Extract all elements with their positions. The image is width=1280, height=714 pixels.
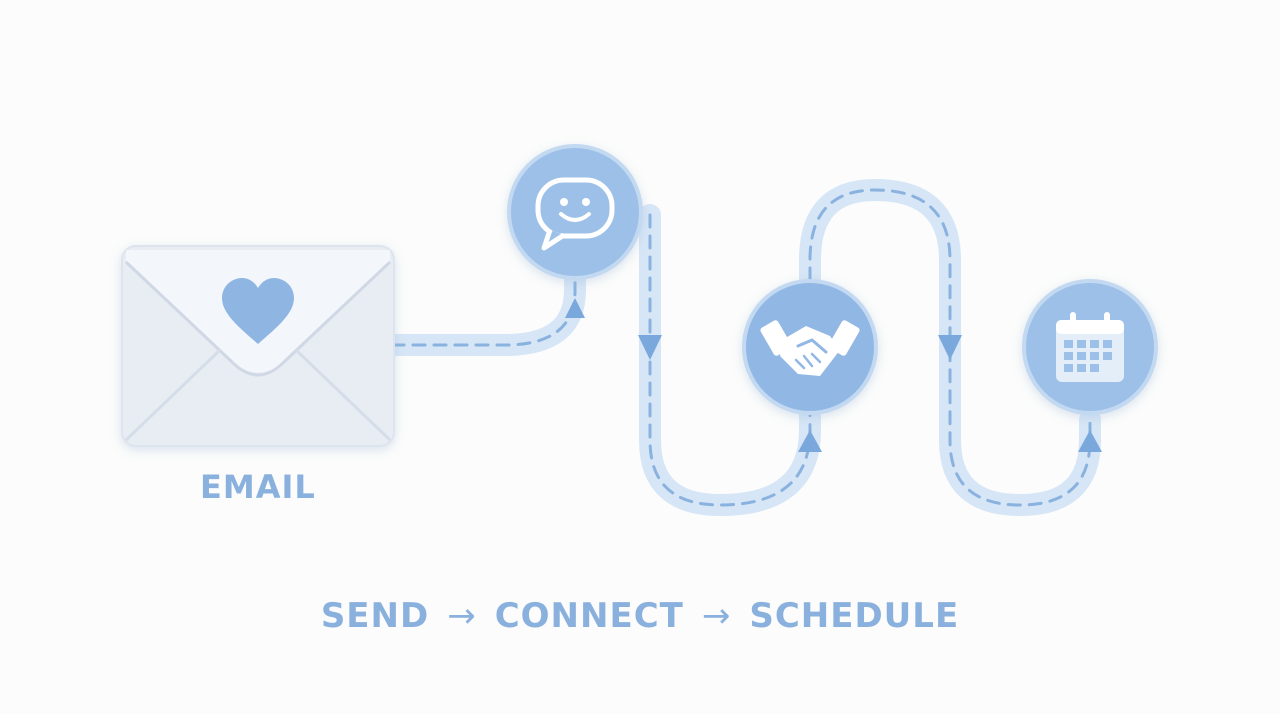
step-send: SEND [320, 596, 430, 636]
process-tagline: SEND → CONNECT → SCHEDULE [0, 596, 1280, 636]
arrowhead-up-2 [798, 430, 822, 452]
smiley-chat-bubble-icon [535, 177, 615, 251]
arrow-right-icon: → [447, 596, 477, 636]
email-envelope [121, 245, 395, 447]
handshake-node [742, 279, 878, 415]
arrowhead-up-1 [565, 298, 585, 318]
arrowhead-down-1 [638, 335, 662, 360]
connector-path [381, 178, 1101, 517]
chat-node [507, 144, 643, 280]
arrowhead-down-2 [938, 335, 962, 360]
heart-icon [222, 278, 294, 344]
arrowhead-up-3 [1078, 430, 1102, 452]
step-schedule: SCHEDULE [749, 596, 960, 636]
arrow-right-icon: → [701, 596, 732, 636]
email-label: EMAIL [200, 468, 316, 506]
calendar-icon [1056, 312, 1124, 382]
calendar-node [1022, 279, 1158, 415]
step-connect: CONNECT [494, 596, 684, 636]
handshake-icon [760, 320, 860, 376]
